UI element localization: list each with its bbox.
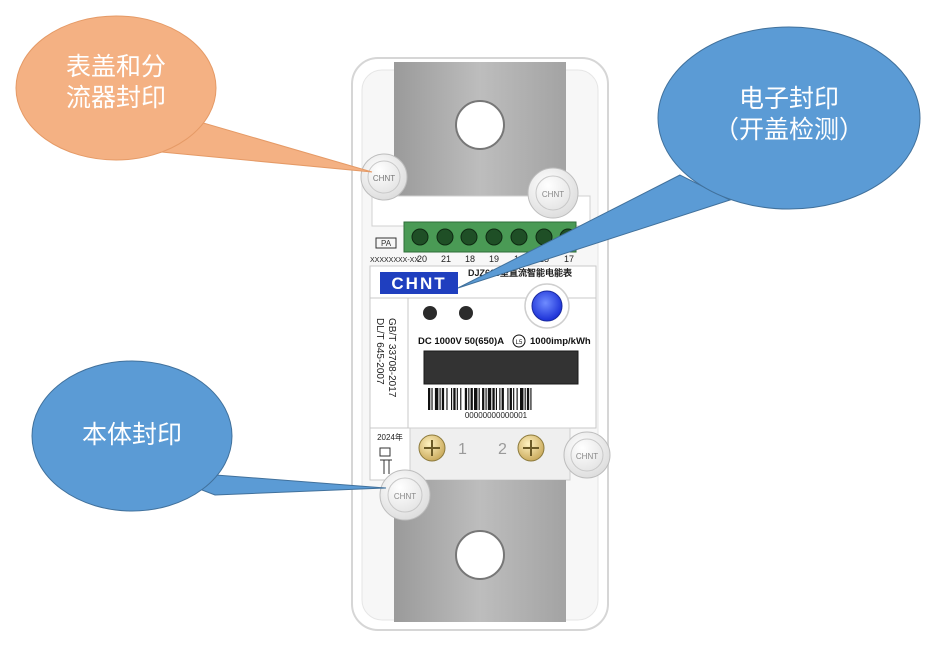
barcode-bar: [456, 388, 458, 410]
model-label: DJZ666型直流智能电能表: [468, 267, 573, 278]
terminal-number: 19: [489, 254, 499, 264]
terminal-number: 18: [465, 254, 475, 264]
barcode-bar: [441, 388, 445, 410]
barcode-bar: [520, 388, 524, 410]
accuracy-class-circle: [512, 334, 526, 348]
callout-cover-seal-line2: 流器封印: [65, 84, 166, 113]
callout-electronic-seal-text: 电子封印 （开盖检测）: [684, 84, 894, 147]
callout-cover-seal: [15, 15, 373, 173]
page-button[interactable]: [524, 283, 570, 329]
barcode-bar: [464, 388, 468, 410]
seal-bottom-left: [379, 469, 431, 521]
callout-electronic-seal-line1: 电子封印: [738, 85, 839, 113]
accuracy-class: L5: [516, 340, 523, 346]
callout-electronic-seal-line2: （开盖检测）: [713, 116, 864, 145]
callout-electronic-seal: [457, 26, 921, 289]
terminal-2-label: 2: [498, 441, 507, 458]
seal-text: CHNT: [576, 452, 598, 461]
barcode-bar: [431, 388, 433, 410]
barcode-bar: [492, 388, 495, 410]
seal-top-left: [360, 153, 408, 201]
terminal-cover: [371, 195, 591, 253]
barcode-bar: [482, 388, 485, 410]
barcode-bar: [470, 388, 473, 410]
nameplate: [369, 265, 597, 299]
callout-body-seal-line1: 本体封印: [81, 421, 182, 449]
barcode-bar: [495, 388, 497, 410]
barcode-bar: [468, 388, 470, 410]
barcode: [428, 388, 532, 410]
barcode-bar: [485, 388, 487, 410]
barcode-bar: [474, 388, 478, 410]
barcode-bar: [516, 388, 518, 410]
terminal-number: 17: [564, 254, 574, 264]
lcd-display: [423, 350, 579, 385]
barcode-bar: [526, 388, 530, 410]
barcode-bar: [439, 388, 441, 410]
barcode-bar: [451, 388, 453, 410]
standard-2: DL/T 645-2007: [374, 318, 385, 385]
brand-logo: CHNT: [391, 274, 446, 293]
callout-cover-seal-text: 表盖和分 流器封印: [36, 52, 196, 115]
production-year: 2024年: [377, 432, 403, 442]
standard-1: GB/T 33708-2017: [386, 318, 397, 398]
barcode-bar: [428, 388, 431, 410]
serial-number: 00000000000001: [465, 411, 528, 420]
seal-text: CHNT: [542, 190, 564, 199]
callout-body-seal-text: 本体封印: [52, 420, 212, 451]
rating-label: DC 1000V 50(650)A: [418, 336, 504, 347]
callout-body-seal: [31, 360, 387, 512]
seal-top-right: [527, 167, 579, 219]
barcode-bar: [487, 388, 492, 410]
shunt-terminal-block: [409, 427, 571, 481]
terminal-number: 21: [441, 254, 451, 264]
pulse-led: [423, 306, 437, 320]
barcode-bar: [453, 388, 456, 410]
alarm-led: [459, 306, 473, 320]
barcode-bar: [524, 388, 526, 410]
seal-text: CHNT: [373, 174, 395, 183]
barcode-bar: [501, 388, 504, 410]
terminal-number: 20: [417, 254, 427, 264]
terminal-1-label: 1: [458, 441, 467, 458]
seal-text: CHNT: [394, 492, 416, 501]
barcode-bar: [460, 388, 462, 410]
barcode-bar: [509, 388, 512, 410]
barcode-bar: [507, 388, 509, 410]
seal-right: [563, 431, 611, 479]
barcode-bar: [446, 388, 448, 410]
barcode-bar: [530, 388, 532, 410]
constant-label: 1000imp/kWh: [530, 336, 591, 347]
code-label: XXXXXXXX-XX: [370, 257, 419, 264]
callout-cover-seal-line1: 表盖和分: [65, 53, 166, 81]
cert-mark-box: [375, 237, 397, 249]
barcode-bar: [513, 388, 515, 410]
cert-mark: PA: [381, 239, 392, 248]
barcode-bar: [478, 388, 480, 410]
barcode-bar: [499, 388, 501, 410]
barcode-bar: [434, 388, 439, 410]
